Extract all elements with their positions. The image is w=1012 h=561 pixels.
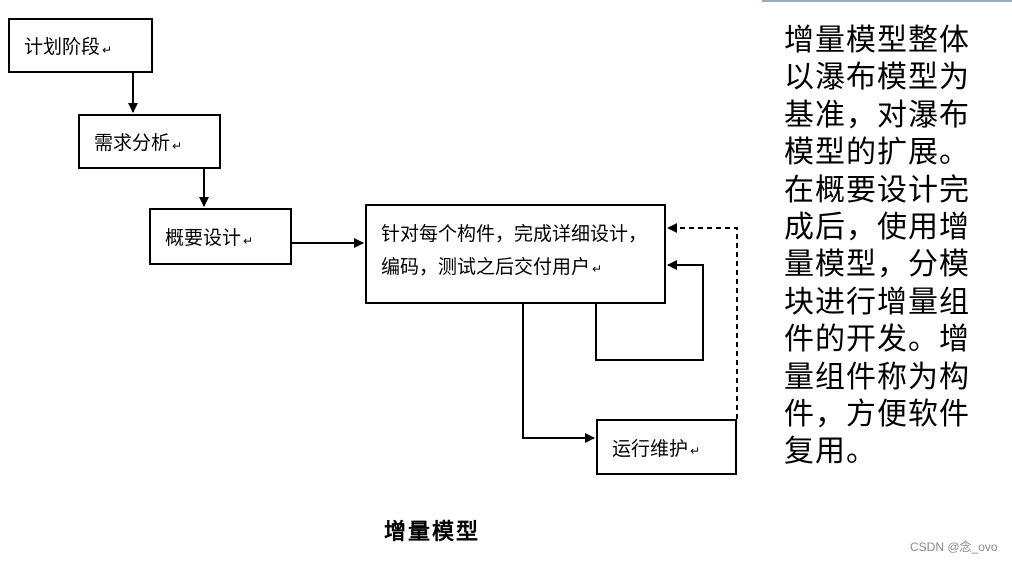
watermark: CSDN @念_ovo: [910, 540, 998, 554]
return-mark-icon: ↵: [690, 444, 701, 458]
return-mark-icon: ↵: [102, 42, 113, 57]
loop-feedback-line: [595, 260, 704, 361]
node-requirements: 需求分析↵: [78, 114, 221, 169]
top-rule: [762, 0, 1012, 2]
node-maintenance: 运行维护↵: [596, 419, 737, 475]
node-planning-label: 计划阶段: [24, 36, 101, 58]
return-mark-icon: ↵: [172, 138, 183, 153]
return-mark-icon: ↵: [243, 233, 254, 248]
return-mark-icon: ↵: [592, 262, 603, 276]
node-planning: 计划阶段↵: [8, 18, 153, 73]
dashed-feedback-line: [667, 223, 738, 419]
side-description: 增量模型整体以瀑布模型为基准，对瀑布模型的扩展。在概要设计完成后，使用增量模型，…: [784, 23, 970, 470]
node-component-dev: 针对每个构件，完成详细设计，编码，测试之后交付用户↵: [365, 204, 666, 304]
diagram-caption: 增量模型: [384, 519, 481, 545]
arrow-component-to-maintenance: [522, 304, 595, 443]
node-maintenance-label: 运行维护: [612, 437, 689, 460]
node-component-dev-label: 针对每个构件，完成详细设计，编码，测试之后交付用户↵: [381, 223, 648, 278]
node-requirements-label: 需求分析: [94, 132, 171, 154]
node-outline-design: 概要设计↵: [149, 208, 292, 265]
node-outline-design-label: 概要设计: [165, 227, 242, 249]
